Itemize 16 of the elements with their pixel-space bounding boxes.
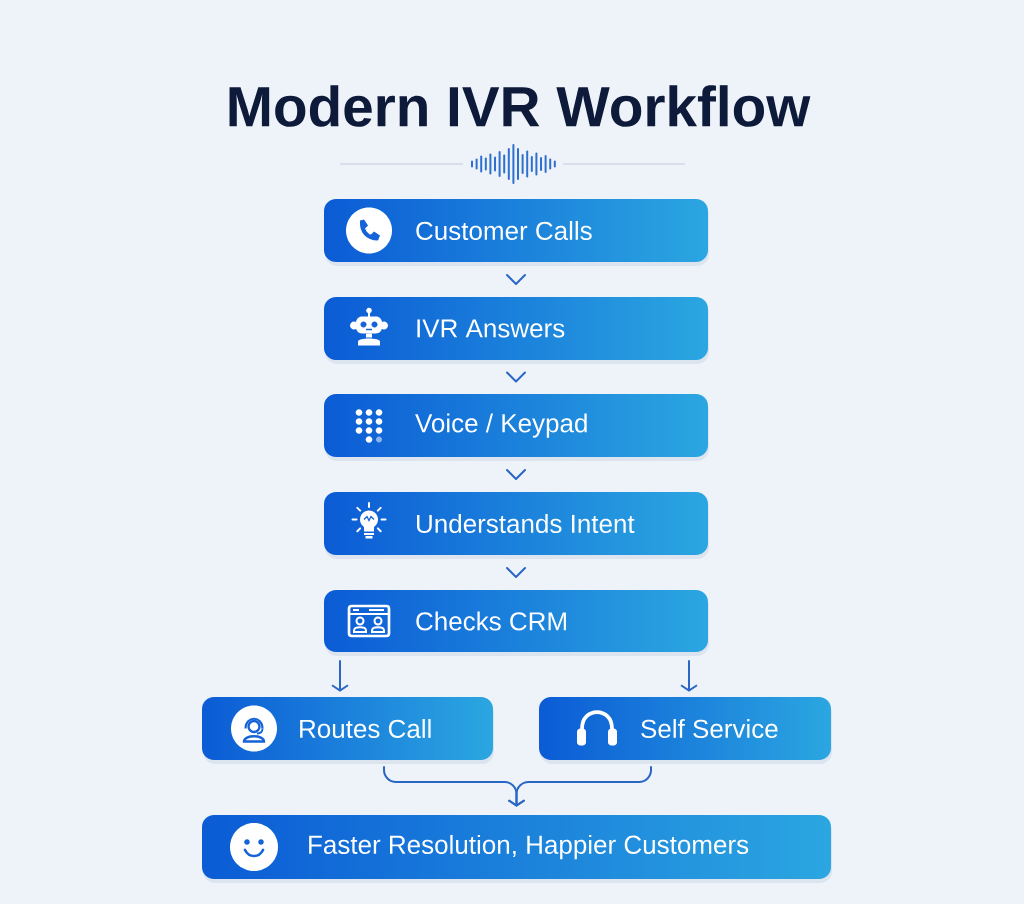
arrow [506, 274, 526, 285]
arrow [680, 659, 698, 692]
step-label: Self Service [641, 718, 778, 739]
step-label: Checks CRM [416, 611, 566, 631]
arrow [506, 469, 526, 480]
step-label: Routes Call [300, 718, 431, 739]
step-label: Customer Calls [416, 220, 592, 241]
step-label: IVR Answers [417, 319, 565, 338]
step-label: Understands Intent [417, 513, 635, 534]
arrow [507, 765, 652, 807]
step-label: Faster Resolution, Happier Customers [309, 834, 749, 860]
step-label: Voice / Keypad [415, 413, 587, 438]
title: Modern IVR Workflow [229, 85, 811, 127]
arrow [506, 371, 526, 383]
arrow [331, 659, 349, 692]
arrow [506, 567, 526, 578]
